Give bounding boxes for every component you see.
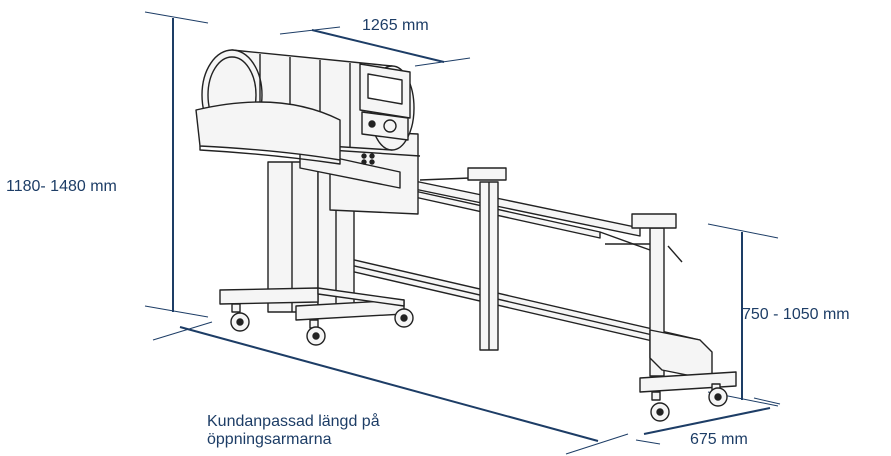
top-width-ext-left <box>279 26 341 35</box>
working-height-ext-top <box>707 223 779 239</box>
custom-length-label: Kundanpassad längd på öppningsarmarna <box>207 413 427 449</box>
custom-length-dimension-line <box>179 326 599 442</box>
main-housing <box>299 129 421 215</box>
top-width-label: 1265 mm <box>362 17 429 34</box>
total-height-label: 1180- 1480 mm <box>6 178 117 195</box>
depth-dimension-line <box>643 407 771 435</box>
control-panel <box>359 63 411 165</box>
emergency-stop-knob <box>383 119 397 133</box>
front-cover <box>195 101 341 165</box>
base-frame <box>219 287 405 321</box>
depth-ext-left <box>635 439 661 445</box>
custom-length-label-line2: öppningsarmarna <box>207 431 332 448</box>
custom-length-label-line1: Kundanpassad längd på <box>207 413 380 430</box>
top-width-dimension-line <box>311 29 445 63</box>
custom-length-ext-right <box>565 433 629 455</box>
middle-upright <box>467 167 507 351</box>
depth-ext-right <box>753 397 781 405</box>
height-ext-top <box>144 11 209 24</box>
height-ext-bottom <box>144 305 209 318</box>
working-height-label: 750 - 1050 mm <box>742 306 850 323</box>
right-wheels <box>650 383 728 422</box>
custom-length-ext-left <box>152 321 213 341</box>
opening-arms <box>399 177 660 251</box>
top-width-ext-right <box>414 57 471 67</box>
machine <box>195 49 737 422</box>
right-end-frame <box>631 213 737 393</box>
left-wheels <box>230 303 414 346</box>
depth-label: 675 mm <box>690 431 748 448</box>
